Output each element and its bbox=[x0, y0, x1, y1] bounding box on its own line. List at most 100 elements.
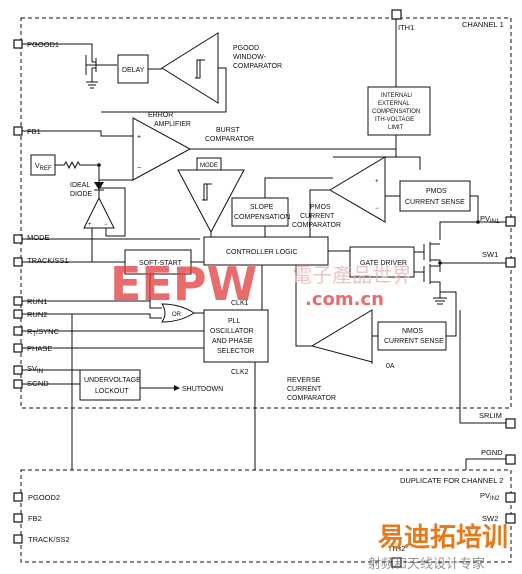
hysteresis-icon-burst bbox=[202, 183, 212, 201]
pmos-comp-label-2: CURRENT bbox=[300, 213, 335, 220]
pmos-current-comparator bbox=[329, 156, 386, 223]
power-ground bbox=[433, 292, 447, 305]
pin-pgood2 bbox=[13, 492, 23, 502]
error-amp-label-1: ERROR bbox=[148, 112, 173, 119]
ideal-diode-minus: − bbox=[104, 222, 108, 228]
slope-comp-label-2: COMPENSATION bbox=[234, 214, 290, 221]
pgood-ground-1 bbox=[86, 75, 98, 89]
ideal-diode-in-wires bbox=[91, 187, 126, 262]
controller-logic-label: CONTROLLER LOGIC bbox=[226, 249, 298, 256]
pmos-sense-label-1: PMOS bbox=[426, 188, 447, 195]
ideal-diode-amplifier bbox=[83, 196, 115, 229]
slope-comp-wires bbox=[264, 177, 333, 237]
ideal-diode-bar bbox=[94, 189, 104, 198]
pin-pgood2-label: PGOOD2 bbox=[28, 493, 60, 502]
pmos-comp-plus: + bbox=[375, 179, 379, 185]
pin-srlim bbox=[505, 418, 516, 429]
ideal-diode-label-1: IDEAL bbox=[70, 182, 90, 189]
ideal-diode-label-2: DIODE bbox=[70, 191, 93, 198]
pll-label-4: SELECTOR bbox=[217, 348, 255, 355]
watermark-cn-name: 電子產品世界 bbox=[292, 263, 412, 287]
pmos-sense-label-2: CURRENT SENSE bbox=[405, 199, 465, 206]
pin-fb2 bbox=[13, 513, 23, 523]
mode-label: MODE bbox=[200, 163, 218, 169]
ith-bus-ch2 bbox=[396, 156, 421, 170]
burst-comp-label-1: BURST bbox=[216, 127, 240, 134]
nmos-sense-wires bbox=[372, 291, 457, 337]
pvin1-rail bbox=[439, 221, 506, 240]
pin-phase bbox=[13, 343, 23, 353]
pin-fb2-label: FB2 bbox=[28, 514, 42, 523]
uvlo-label-1: UNDERVOLTAGE bbox=[84, 377, 141, 384]
clk1-label: CLK1 bbox=[231, 300, 249, 307]
soft-start-block bbox=[124, 249, 192, 275]
pin-ith1-label: ITH1 bbox=[398, 23, 414, 32]
pin-pgnd bbox=[505, 454, 516, 465]
pin-sw1-label: SW1 bbox=[482, 250, 498, 259]
reverse-comp-label-3: COMPARATOR bbox=[287, 395, 336, 402]
burst-comp-label-2: COMPARATOR bbox=[205, 136, 254, 143]
error-amplifier bbox=[132, 117, 192, 181]
pmos-comp-label-1: PMOS bbox=[310, 204, 331, 211]
vref-resistor bbox=[55, 160, 133, 181]
or-gate bbox=[161, 303, 195, 323]
reverse-comp-out-wire bbox=[295, 265, 312, 347]
pgnd-wire bbox=[465, 458, 506, 470]
run2-wire bbox=[22, 313, 162, 319]
pin-sw2 bbox=[505, 513, 516, 524]
pmos-current-sense-block bbox=[399, 180, 471, 212]
controller-logic-block bbox=[203, 236, 329, 266]
pin-rt-sync-label: RT/SYNC bbox=[27, 327, 60, 338]
ith-limit-label-1: INTERNAL/ bbox=[381, 93, 413, 99]
pgood-sense-wire bbox=[101, 67, 227, 113]
ith-limit-label-5: LIMIT bbox=[388, 125, 404, 131]
error-amp-minus: − bbox=[137, 165, 141, 172]
pin-pgnd-label: PGND bbox=[481, 448, 503, 457]
channel2-title: DUPLICATE FOR CHANNEL 2 bbox=[400, 476, 503, 485]
pmos-sense-tap bbox=[470, 195, 479, 222]
pin-sw1 bbox=[505, 257, 516, 268]
pll-label-2: OSCILLATOR bbox=[210, 328, 254, 335]
watermark-url: .com.cn bbox=[305, 289, 384, 310]
watermark-eepw-logo: EEPW bbox=[110, 257, 257, 311]
pgood-mosfet-gate bbox=[86, 58, 117, 72]
nmos-sense-label-2: CURRENT SENSE bbox=[384, 338, 444, 345]
reverse-comp-label-1: REVERSE bbox=[287, 377, 321, 384]
pin-sw2-label: SW2 bbox=[482, 514, 498, 523]
pll-label-1: PLL bbox=[228, 318, 241, 325]
pin-svin bbox=[13, 365, 23, 375]
pin-run1 bbox=[13, 296, 23, 306]
srlim-wire bbox=[459, 310, 506, 424]
pgood-window-comparator bbox=[161, 32, 219, 104]
pin-mode bbox=[13, 234, 23, 244]
gate-driver-label: GATE DRIVER bbox=[360, 260, 407, 267]
watermark-brand: 易迪拓培训 bbox=[378, 523, 508, 553]
pin-pvin1 bbox=[505, 216, 516, 227]
delay-block bbox=[117, 54, 149, 84]
run-bus-to-ch2 bbox=[71, 275, 151, 470]
pin-pvin2 bbox=[505, 492, 516, 503]
slope-compensation-block bbox=[231, 197, 289, 227]
burst-comparator bbox=[177, 169, 245, 234]
pin-ith2-label: ITH2 bbox=[389, 544, 405, 553]
nmos-sense-label-1: NMOS bbox=[402, 328, 423, 335]
clk2-label: CLK2 bbox=[231, 369, 249, 376]
pgood-comp-label-3: COMPARATOR bbox=[233, 63, 282, 70]
shutdown-label: SHUTDOWN bbox=[182, 386, 223, 393]
pin-ith1 bbox=[391, 9, 402, 20]
pin-fb1 bbox=[13, 126, 23, 136]
zero-a-label: 0A bbox=[386, 363, 395, 370]
ith-limit-label-4: ITH-VOLTAGE bbox=[375, 117, 414, 123]
pin-pvin2-label: PVIN2 bbox=[480, 491, 500, 502]
ideal-diode-icon bbox=[94, 182, 104, 190]
uvlo-label-2: LOCKOUT bbox=[95, 388, 130, 395]
error-amp-label-2: AMPLIFIER bbox=[154, 121, 191, 128]
error-amp-plus: + bbox=[137, 134, 141, 141]
pin-run2 bbox=[13, 309, 23, 319]
soft-start-label: SOFT-START bbox=[139, 260, 183, 267]
pgood-comp-label-1: PGOOD bbox=[233, 45, 259, 52]
ideal-diode-plus: + bbox=[88, 222, 92, 228]
pmos-comp-label-3: COMPARATOR bbox=[292, 222, 341, 229]
channel1-border bbox=[20, 17, 512, 409]
pgood-comp-label-2: WINDOW- bbox=[233, 54, 267, 61]
